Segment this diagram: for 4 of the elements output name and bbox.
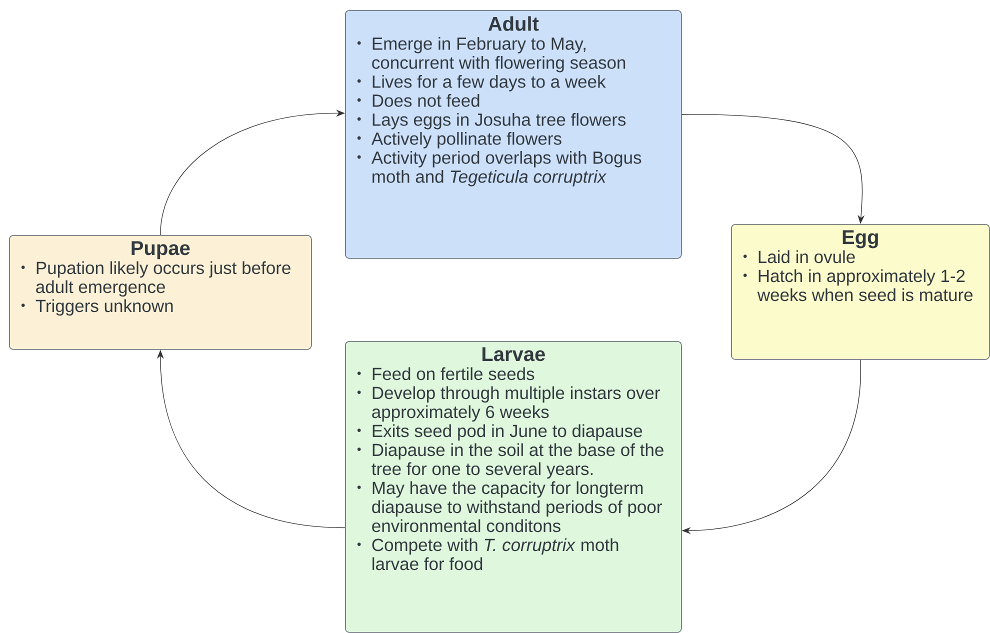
stage-box: Pupae Pupation likely occurs just before adult emergence Triggers unknown — [9, 235, 312, 350]
stage-box: Larvae Feed on fertile seeds Develop through multiple instars over approximately 6 weeks Exits seed pod in June to diapause Diapause in the soil at the base of the tree for one to several years. May have the capacity for longterm diapause to withstand periods of poor environmental conditons Compete with T. corruptrix moth larvae for food — [345, 341, 682, 633]
stage-box: Adult Emerge in February to May, concurrent with flowering season Lives for a few days to a week Does not feed Lays eggs in Josuha tree flowers Actively pollinate flowers Activity period overlaps with Bogus moth and Tegeticula corruptrix — [345, 10, 682, 259]
stage-box: Egg Laid in ovule Hatch in approximately 1-2 weeks when seed is mature — [731, 224, 990, 360]
